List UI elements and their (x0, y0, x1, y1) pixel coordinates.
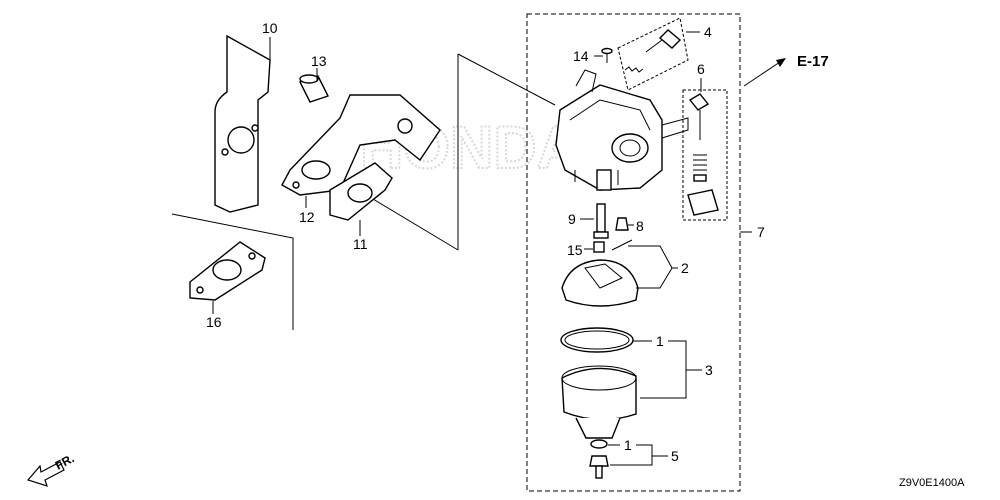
reference-label: E-17 (797, 53, 829, 70)
label-16: 16 (206, 314, 222, 330)
label-1-upper: 1 (656, 333, 664, 349)
screw-14 (601, 47, 613, 63)
assembly-box (526, 13, 741, 492)
label-7: 7 (757, 224, 765, 240)
label-10: 10 (262, 20, 278, 36)
label-4: 4 (704, 24, 712, 40)
gasket-16 (189, 241, 266, 301)
o-ring-1-upper (560, 327, 634, 353)
jet-15 (593, 241, 605, 253)
label-1-lower: 1 (624, 437, 632, 453)
label-2: 2 (681, 260, 689, 276)
label-5: 5 (671, 448, 679, 464)
label-15: 15 (567, 242, 583, 258)
leader-gasket-line (367, 195, 459, 251)
diagram-code: Z9V0E1400A (899, 477, 965, 489)
float-chamber-3 (561, 365, 637, 439)
carburetor-body (555, 69, 689, 191)
label-9: 9 (568, 211, 576, 227)
label-3: 3 (705, 362, 713, 378)
reference-arrow (743, 58, 786, 87)
screw-set-4 (617, 17, 689, 91)
label-11: 11 (353, 236, 368, 252)
label-13: 13 (311, 53, 327, 69)
boundary-line-left (171, 213, 294, 330)
leader-carburetor (457, 53, 556, 106)
label-12: 12 (299, 209, 315, 225)
front-arrow-icon (26, 461, 65, 487)
collar-13 (299, 74, 329, 103)
gasket-11 (329, 162, 393, 221)
float-pin (611, 239, 633, 251)
drain-bolt-5 (589, 455, 609, 479)
lever-bracket-12 (281, 94, 441, 196)
label-14: 14 (573, 48, 589, 64)
label-8: 8 (636, 218, 644, 234)
float-needle-set-6 (682, 89, 728, 221)
float-2 (561, 259, 639, 307)
jet-tube-9 (593, 203, 609, 239)
label-6: 6 (697, 61, 705, 77)
washer-1-lower (590, 439, 608, 449)
jet-8 (615, 217, 629, 231)
insulator-plate-10 (214, 34, 271, 213)
